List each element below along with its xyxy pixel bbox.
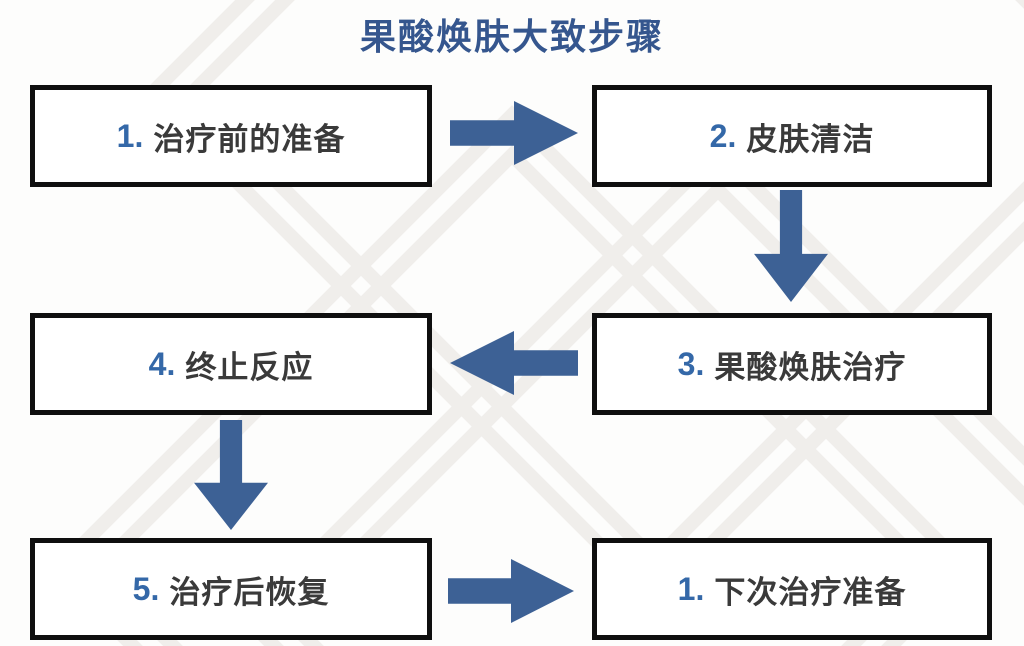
step-label: 治疗后恢复 [169, 574, 330, 610]
step-label: 下次治疗准备 [714, 574, 907, 610]
step-label: 治疗前的准备 [153, 121, 346, 157]
step-label: 终止反应 [185, 349, 314, 385]
arrow-left-step3-to-step4 [450, 331, 578, 395]
arrow-right-step5-to-step6 [448, 559, 574, 623]
step-label: 皮肤清洁 [746, 121, 875, 157]
flow-box-step-2: 2. 皮肤清洁 [592, 85, 992, 187]
flow-box-step-1: 1. 治疗前的准备 [30, 85, 432, 187]
arrow-right-step1-to-step2 [450, 101, 578, 165]
flow-box-step-4: 4. 终止反应 [30, 313, 432, 415]
step-number: 2. [709, 117, 737, 154]
step-number: 5. [132, 570, 160, 607]
page-title: 果酸焕肤大致步骤 [359, 16, 664, 57]
step-number: 4. [148, 345, 176, 382]
flow-box-step-3: 3. 果酸焕肤治疗 [592, 313, 992, 415]
arrow-down-step4-to-step5 [194, 420, 268, 530]
flow-box-step-5: 5. 治疗后恢复 [30, 538, 432, 640]
step-number: 1. [677, 570, 705, 607]
arrow-down-step2-to-step3 [754, 190, 828, 302]
flow-box-step-6: 1. 下次治疗准备 [592, 538, 992, 640]
step-number: 3. [677, 345, 705, 382]
step-number: 1. [116, 117, 144, 154]
step-label: 果酸焕肤治疗 [714, 349, 907, 385]
